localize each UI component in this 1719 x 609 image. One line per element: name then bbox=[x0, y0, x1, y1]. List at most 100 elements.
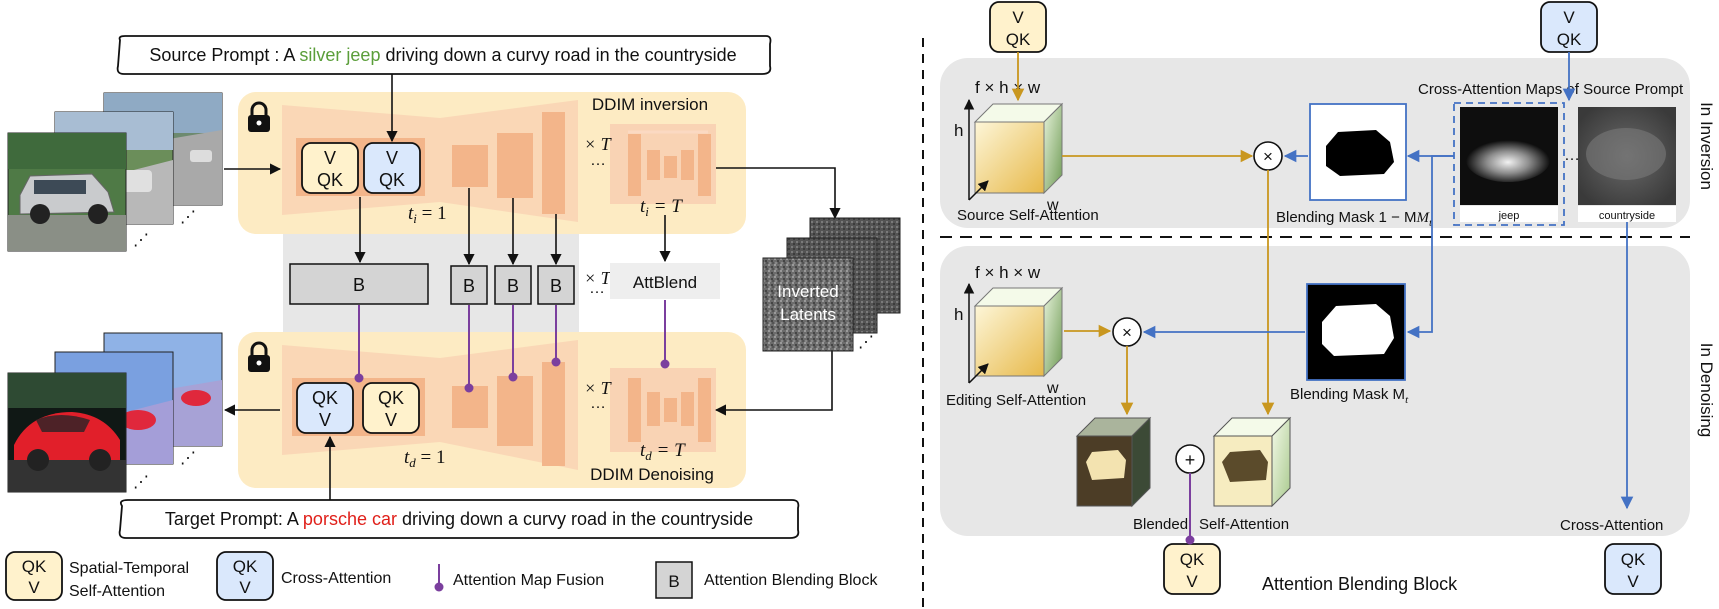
svg-text:QK: QK bbox=[312, 388, 338, 408]
flow-arrows bbox=[223, 74, 841, 500]
source-prompt-prefix: Source Prompt : A bbox=[149, 45, 299, 65]
blended-cube-editing bbox=[1075, 416, 1152, 508]
svg-text:B: B bbox=[507, 276, 519, 296]
svg-text:Latents: Latents bbox=[780, 305, 836, 324]
lock-icon bbox=[248, 341, 270, 372]
editing-self-attention-label: Editing Self-Attention bbox=[946, 392, 1086, 409]
ellipsis: … bbox=[589, 280, 605, 297]
legend-self-attention-swatch bbox=[5, 551, 63, 601]
ddim-inversion-label: DDIM inversion bbox=[592, 95, 708, 114]
svg-text:⋰: ⋰ bbox=[180, 209, 196, 226]
ellipsis: … bbox=[590, 152, 606, 169]
cross-attention-map-countryside: countryside bbox=[1578, 107, 1676, 222]
blended-label: Blended bbox=[1133, 516, 1188, 533]
svg-text:QK: QK bbox=[233, 557, 258, 576]
maps-ellipsis: … bbox=[1564, 147, 1580, 164]
td-T-label: td = T bbox=[640, 440, 686, 463]
svg-text:V: V bbox=[386, 148, 398, 168]
ddim-denoising-label: DDIM Denoising bbox=[590, 465, 714, 484]
svg-text:QK: QK bbox=[1621, 550, 1646, 569]
svg-text:h: h bbox=[954, 121, 963, 140]
in-inversion-label: In Inversion bbox=[1697, 102, 1716, 190]
svg-text:B: B bbox=[353, 275, 365, 295]
svg-text:QK: QK bbox=[1006, 30, 1031, 49]
output-self-attention-box: QK V bbox=[1163, 543, 1221, 595]
svg-text:QK: QK bbox=[22, 557, 47, 576]
svg-text:h: h bbox=[954, 305, 963, 324]
cross-attention-box: V QK bbox=[363, 142, 421, 194]
times-T-denoising: × T bbox=[584, 378, 613, 398]
attblend-box: AttBlend bbox=[610, 263, 720, 299]
cross-attention-output-label: Cross-Attention bbox=[1560, 517, 1663, 534]
svg-text:V: V bbox=[324, 148, 336, 168]
target-prompt-prefix: Target Prompt: A bbox=[165, 509, 303, 529]
source-prompt-suffix: driving down a curvy road in the country… bbox=[380, 45, 736, 65]
svg-text:V: V bbox=[385, 410, 397, 430]
ellipsis: … bbox=[590, 395, 606, 412]
blending-mask: Blending Mask Mt bbox=[1290, 283, 1409, 406]
svg-text:Inverted: Inverted bbox=[777, 282, 838, 301]
blending-block: B bbox=[289, 263, 429, 305]
source-highlight: silver jeep bbox=[299, 45, 380, 65]
output-cross-attention-box: QK V bbox=[1604, 543, 1662, 595]
svg-text:QK: QK bbox=[317, 170, 343, 190]
svg-text:V: V bbox=[319, 410, 331, 430]
legend: QK V Spatial-Temporal Self-Attention QK … bbox=[5, 551, 878, 601]
source-self-attention-cube: f × h × w h w Source Self-Attention bbox=[954, 78, 1099, 224]
fusion-output-line bbox=[1185, 473, 1195, 545]
cross-attention-box: QK V bbox=[296, 382, 354, 434]
svg-text:⋰: ⋰ bbox=[858, 334, 874, 351]
svg-text:V: V bbox=[1186, 572, 1198, 591]
times-T-inversion: × T bbox=[584, 134, 613, 154]
source-self-attention-label: Source Self-Attention bbox=[957, 207, 1099, 224]
blending-mask-inverse-label: Blending Mask 1 − MMt bbox=[1276, 209, 1433, 229]
cross-attention-maps-label: Cross-Attention Maps of Source Prompt bbox=[1418, 81, 1684, 98]
svg-text:V: V bbox=[1563, 8, 1575, 27]
inverted-latents: Inverted Latents ⋰ bbox=[762, 217, 901, 352]
svg-text:QK: QK bbox=[1180, 550, 1205, 569]
source-prompt: Source Prompt : A silver jeep driving do… bbox=[116, 35, 772, 75]
svg-text:countryside: countryside bbox=[1599, 210, 1655, 222]
cross-attention-map-jeep: jeep bbox=[1453, 102, 1565, 226]
multiply-node: × bbox=[1253, 141, 1283, 171]
legend-attention-blending-block: Attention Blending Block bbox=[704, 572, 878, 589]
svg-text:×: × bbox=[1263, 147, 1273, 166]
target-video-frames: ⋰ ⋰ bbox=[7, 332, 223, 493]
self-attention-box: QK V bbox=[362, 382, 420, 434]
legend-cross-attention-swatch bbox=[216, 551, 274, 601]
legend-attention-map-fusion: Attention Map Fusion bbox=[453, 572, 604, 589]
svg-text:Source Prompt : A silver jeep: Source Prompt : A silver jeep driving do… bbox=[149, 45, 736, 65]
svg-text:⋰: ⋰ bbox=[133, 474, 149, 491]
blended-cube-source bbox=[1212, 416, 1292, 508]
svg-text:⋰: ⋰ bbox=[133, 232, 149, 249]
multiply-node: × bbox=[1112, 317, 1142, 347]
svg-text:B: B bbox=[550, 276, 562, 296]
svg-text:V: V bbox=[28, 578, 40, 597]
svg-text:QK: QK bbox=[378, 388, 404, 408]
svg-text:+: + bbox=[1185, 450, 1196, 470]
blending-mask-label: Blending Mask Mt bbox=[1290, 386, 1409, 406]
blending-block: B bbox=[450, 265, 488, 305]
svg-text:B: B bbox=[668, 572, 679, 591]
add-node: + bbox=[1175, 444, 1205, 474]
svg-text:⋰: ⋰ bbox=[180, 450, 196, 467]
svg-text:f × h × w: f × h × w bbox=[975, 78, 1041, 97]
attention-map-fusion-lines bbox=[354, 300, 670, 393]
svg-text:V: V bbox=[239, 578, 251, 597]
svg-text:Target Prompt: A porsche car d: Target Prompt: A porsche car driving dow… bbox=[165, 509, 753, 529]
source-video-frames: ⋰ ⋰ bbox=[7, 92, 223, 252]
ti-1-label: ti = 1 bbox=[408, 203, 447, 226]
td-1-label: td = 1 bbox=[404, 447, 446, 470]
svg-text:V: V bbox=[1012, 8, 1024, 27]
legend-cross-attention: Cross-Attention bbox=[281, 570, 391, 587]
editing-self-attention-cube: f × h × w h w Editing Self-Attention bbox=[946, 263, 1086, 409]
in-denoising-label: In Denoising bbox=[1697, 343, 1716, 438]
cross-attention-flow bbox=[1142, 52, 1634, 510]
svg-text:B: B bbox=[463, 276, 475, 296]
legend-spatial-temporal-line2: Self-Attention bbox=[69, 583, 165, 600]
svg-text:×: × bbox=[1122, 323, 1132, 342]
svg-text:QK: QK bbox=[379, 170, 405, 190]
self-attention-box: V QK bbox=[301, 142, 359, 194]
blended-self-attention-label: Self-Attention bbox=[1199, 516, 1289, 533]
svg-text:V: V bbox=[1627, 572, 1639, 591]
